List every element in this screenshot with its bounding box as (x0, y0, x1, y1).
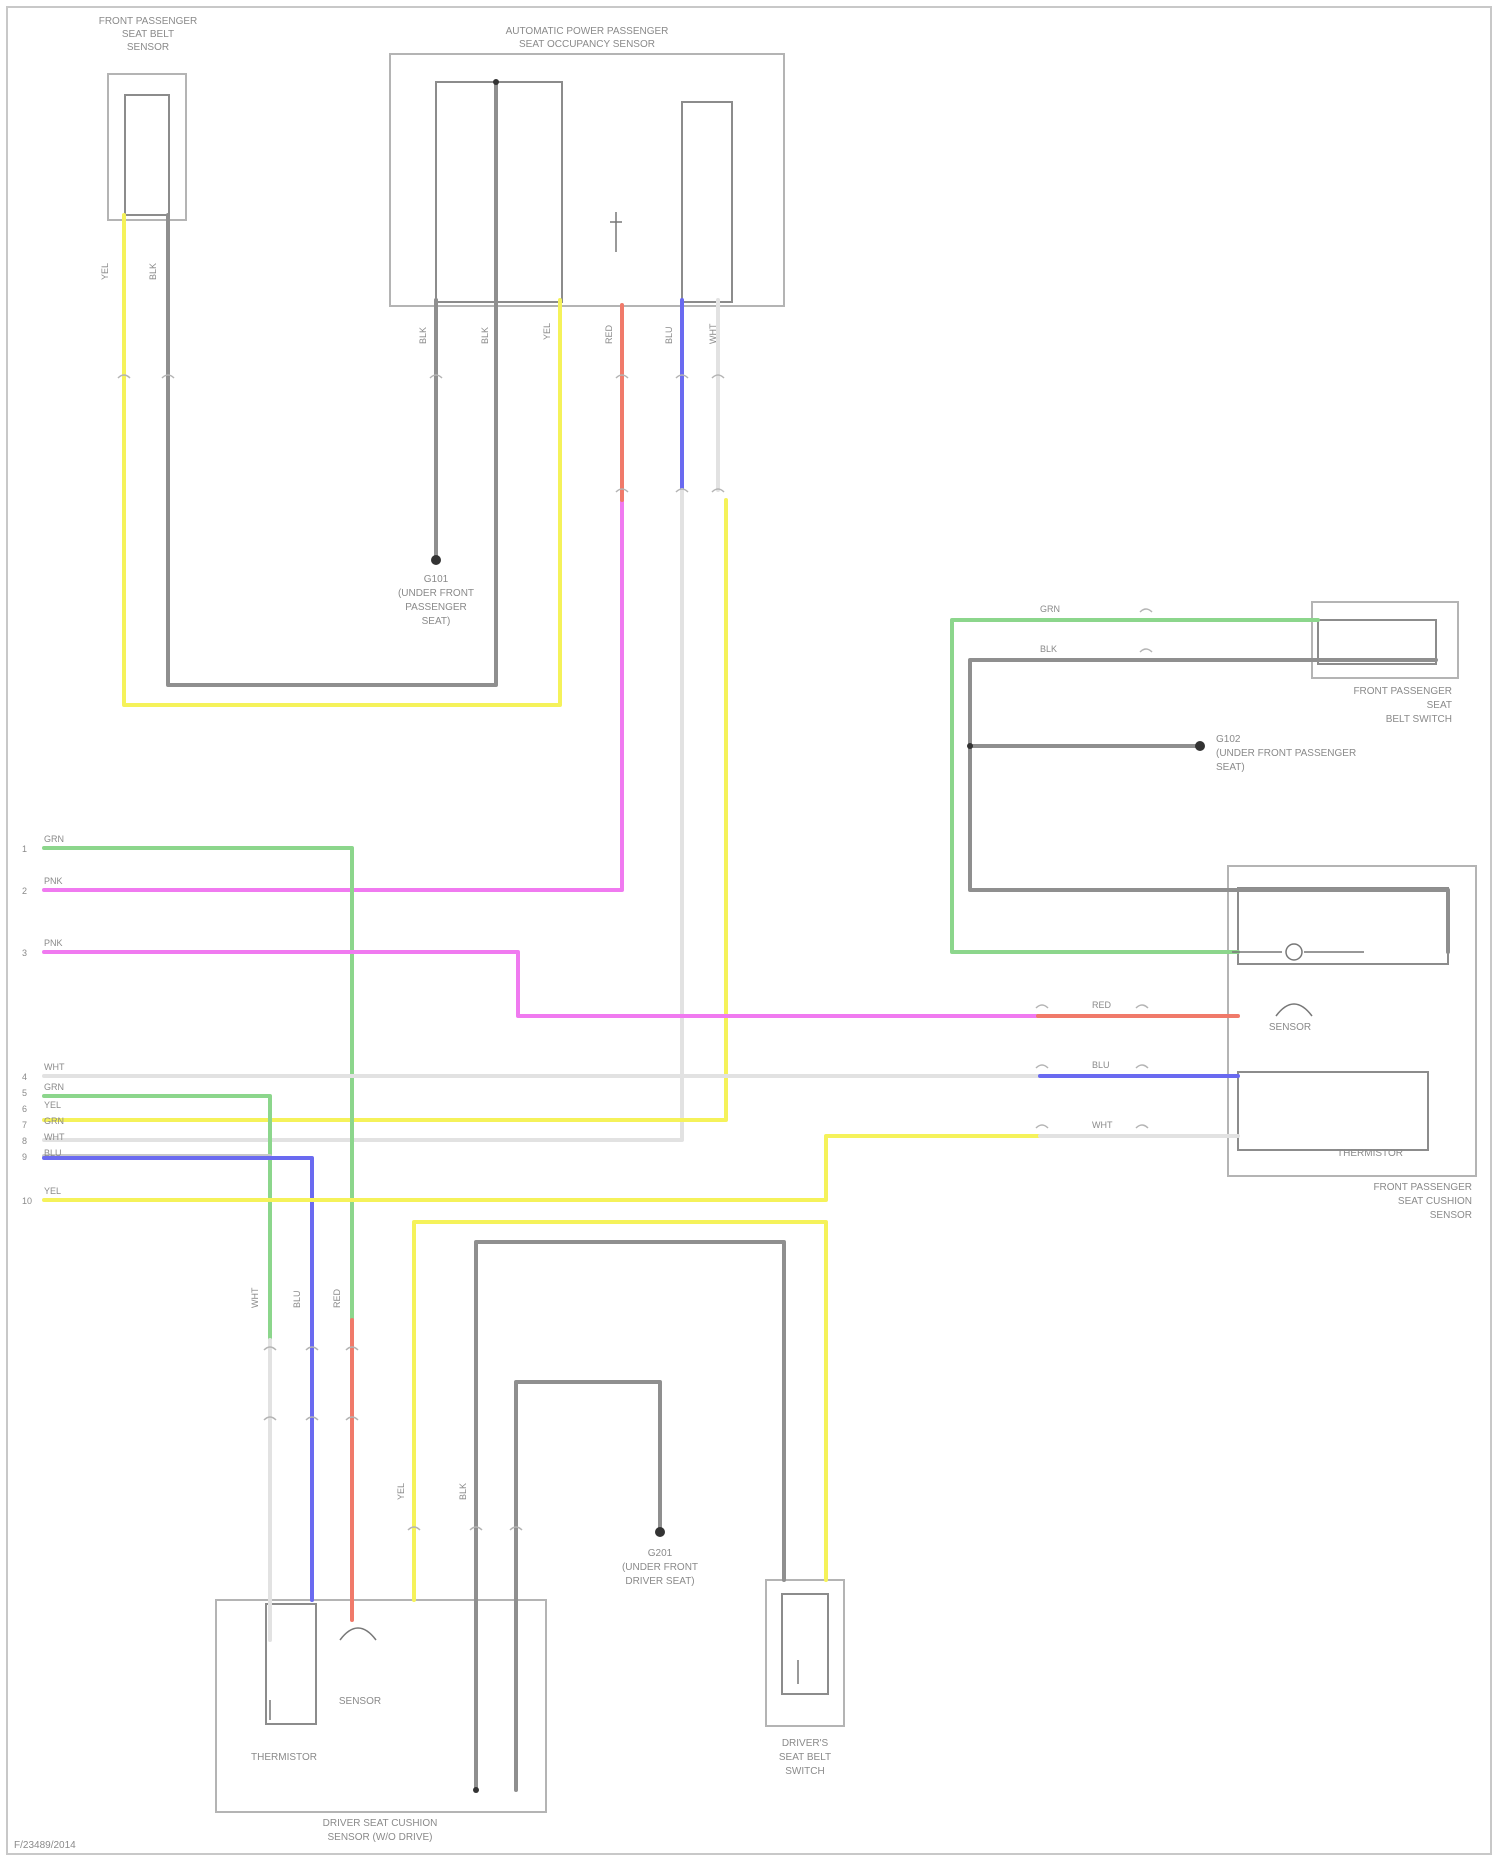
right-upper-label-3: BELT SWITCH (1386, 714, 1452, 725)
top-left-label-1: FRONT PASSENGER (99, 16, 198, 27)
top-center-label-1: AUTOMATIC POWER PASSENGER (506, 26, 669, 37)
tag-right-black: BLK (1040, 644, 1057, 654)
right-module-label-3: SENSOR (1430, 1210, 1472, 1221)
wire-pink-tc (44, 500, 622, 890)
bottom-right-label-1: DRIVER'S (782, 1738, 829, 1749)
wire-green-row5 (44, 1096, 270, 1340)
row-3-pin: 3 (22, 948, 27, 958)
tag-bottom-blue: BLU (292, 1290, 302, 1308)
bottom-right-label-2: SEAT BELT (779, 1752, 831, 1763)
row-4-pin: 4 (22, 1072, 27, 1082)
row-5-pin: 5 (22, 1088, 27, 1098)
splice-dot-bottom (473, 1787, 479, 1793)
top-left-label-3: SENSOR (127, 42, 169, 53)
wire-green-row1 (44, 848, 352, 1320)
tag-tc-a: BLK (418, 327, 428, 344)
row-6-pin: 6 (22, 1104, 27, 1114)
g2-line-1: G102 (1216, 734, 1241, 745)
ground-dot-g201 (655, 1527, 665, 1537)
wire-tags: YEL BLK BLK BLK YEL RED BLU WHT GRN BLK … (100, 263, 1113, 1500)
footer-code: F/23489/2014 (14, 1840, 76, 1851)
wire-gray-right-loop (970, 660, 1448, 952)
g1-line-2: (UNDER FRONT (398, 588, 474, 599)
row-2-pin: 2 (22, 886, 27, 896)
right-upper-label-2: SEAT (1427, 700, 1452, 711)
g2-line-2: (UNDER FRONT PASSENGER (1216, 748, 1356, 759)
row-8-pin: 8 (22, 1136, 27, 1146)
right-thermistor-label: THERMISTOR (1337, 1148, 1403, 1159)
bottom-right-label-3: SWITCH (785, 1766, 824, 1777)
tag-tc-d: RED (604, 324, 614, 344)
tag-right-red: RED (1092, 1000, 1112, 1010)
g3-line-3: DRIVER SEAT) (625, 1576, 694, 1587)
tag-tc-f: WHT (708, 323, 718, 344)
g3-line-1: G201 (648, 1548, 673, 1559)
g1-line-4: SEAT) (422, 616, 451, 627)
tag-bottom-yellow: YEL (396, 1483, 406, 1500)
drivers-seat-belt-switch-box (766, 1580, 844, 1726)
occupancy-sensor-box (390, 54, 784, 306)
tag-top-left-b: BLK (148, 263, 158, 280)
tag-tc-c: YEL (542, 323, 552, 340)
right-module-label-2: SEAT CUSHION (1398, 1196, 1472, 1207)
tag-bottom-black: BLK (458, 1483, 468, 1500)
splice-dot-right (967, 743, 973, 749)
row-1-pin: 1 (22, 844, 27, 854)
g1-line-3: PASSENGER (405, 602, 467, 613)
tag-right-blue: BLU (1092, 1060, 1110, 1070)
wire-gray-bottom-a (476, 1242, 784, 1790)
seat-cushion-sensor-box (1228, 866, 1476, 1176)
row-9-pin: 9 (22, 1152, 27, 1162)
driver-cushion-inner-left (266, 1604, 316, 1724)
occupancy-sensor-inner-left (436, 82, 562, 302)
row-1-wire: GRN (44, 834, 64, 844)
tag-tc-e: BLU (664, 326, 674, 344)
g2-line-3: SEAT) (1216, 762, 1245, 773)
bottom-left-label-1: DRIVER SEAT CUSHION (323, 1818, 438, 1829)
splice-dot-top (493, 79, 499, 85)
ground-dot-g102 (1195, 741, 1205, 751)
ground-dot-g101 (431, 555, 441, 565)
row-9-wire: BLU (44, 1148, 62, 1158)
drivers-seat-belt-switch-inner (782, 1594, 828, 1694)
seat-belt-switch-inner (1318, 620, 1436, 664)
wire-green-right (952, 620, 1318, 952)
wire-pink-row3 (44, 952, 1038, 1016)
seat-cushion-sensor-inner-bottom (1238, 1072, 1428, 1150)
g3-line-2: (UNDER FRONT (622, 1562, 698, 1573)
occupancy-sensor-inner-right (682, 102, 732, 302)
row-4-wire: WHT (44, 1062, 65, 1072)
wire-white-tc (44, 490, 682, 1140)
row-6-wire: YEL (44, 1100, 61, 1110)
tag-tc-b: BLK (480, 327, 490, 344)
tag-bottom-white: WHT (250, 1287, 260, 1308)
top-left-label-2: SEAT BELT (122, 29, 174, 40)
row-7-wire: GRN (44, 1116, 64, 1126)
bottom-thermistor-label: THERMISTOR (251, 1752, 317, 1763)
row-8-wire: WHT (44, 1132, 65, 1142)
wire-yellow-row10 (44, 1136, 1040, 1200)
row-2-wire: PNK (44, 876, 63, 886)
tag-top-left-a: YEL (100, 263, 110, 280)
tag-right-green: GRN (1040, 604, 1060, 614)
seat-belt-sensor-inner (125, 95, 169, 215)
row-5-wire: GRN (44, 1082, 64, 1092)
row-3-wire: PNK (44, 938, 63, 948)
row-10-pin: 10 (22, 1196, 32, 1206)
right-pressure-label: SENSOR (1269, 1022, 1311, 1033)
right-upper-label-1: FRONT PASSENGER (1353, 686, 1452, 697)
tag-right-white: WHT (1092, 1120, 1113, 1130)
right-module-label-1: FRONT PASSENGER (1373, 1182, 1472, 1193)
g1-line-1: G101 (424, 574, 449, 585)
row-10-wire: YEL (44, 1186, 61, 1196)
top-center-label-2: SEAT OCCUPANCY SENSOR (519, 39, 655, 50)
bottom-pressure-label: SENSOR (339, 1696, 381, 1707)
bottom-left-label-2: SENSOR (W/O DRIVE) (327, 1832, 432, 1843)
row-7-pin: 7 (22, 1120, 27, 1130)
tag-bottom-red: RED (332, 1288, 342, 1308)
